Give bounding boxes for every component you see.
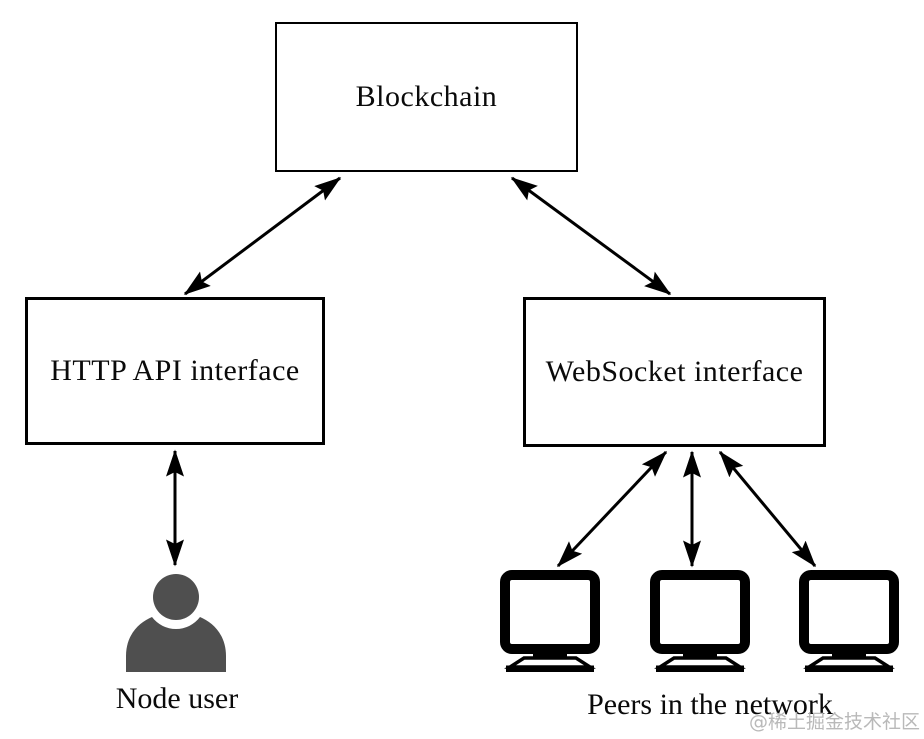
node-websocket-label: WebSocket interface	[545, 355, 804, 388]
node-blockchain: Blockchain	[275, 22, 578, 172]
node-websocket-interface: WebSocket interface	[523, 297, 826, 447]
arrow-websocket-peer-1	[556, 450, 668, 568]
node-http-api-label: HTTP API interface	[50, 354, 300, 387]
computer-monitor-icon	[799, 570, 899, 672]
arrow-websocket-peer-3	[718, 450, 817, 568]
computer-monitor-icon	[500, 570, 600, 672]
watermark-text: @稀土掘金技术社区	[748, 711, 920, 733]
computer-monitor-icon	[650, 570, 750, 672]
person-icon	[126, 574, 226, 672]
node-http-api-interface: HTTP API interface	[25, 297, 325, 445]
arrow-blockchain-http-api	[183, 176, 342, 296]
peers-label: Peers in the network	[587, 688, 833, 721]
arrow-blockchain-websocket	[510, 176, 672, 296]
node-blockchain-label: Blockchain	[355, 80, 498, 113]
node-user-label: Node user	[115, 682, 239, 715]
